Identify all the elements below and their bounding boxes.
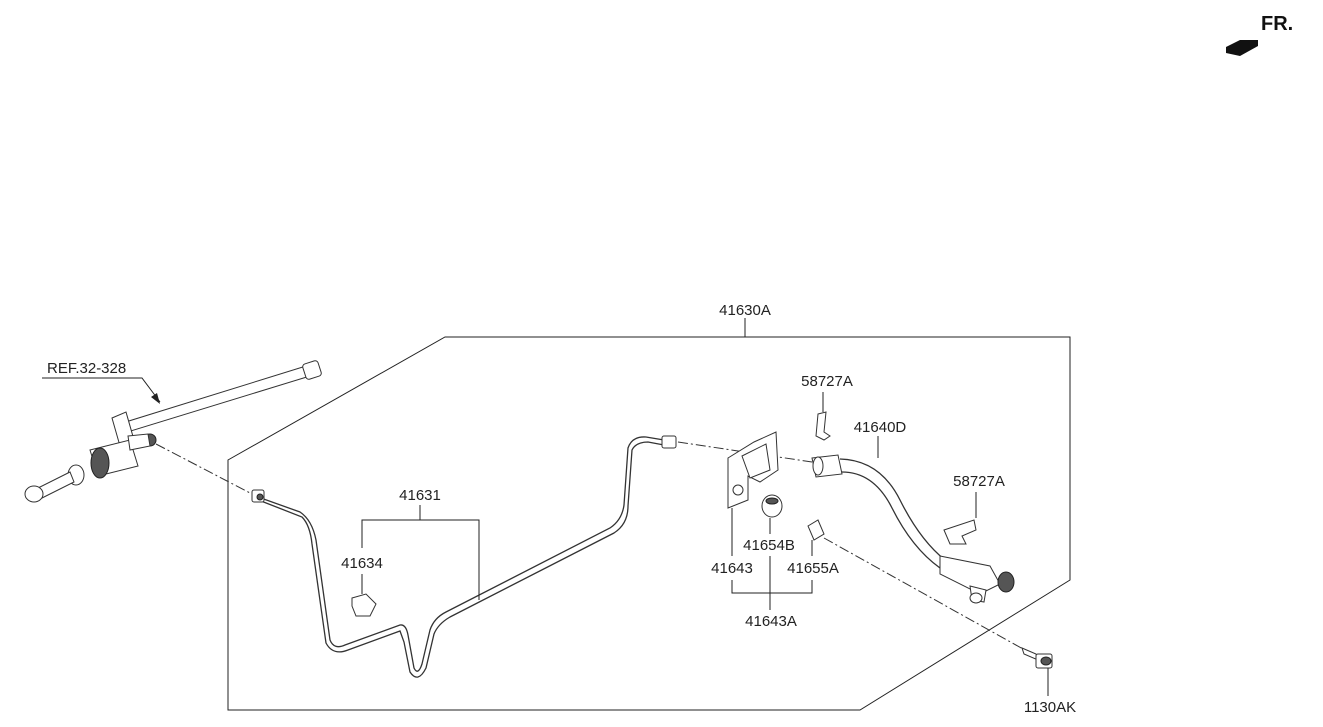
clutch-hose-part (811, 454, 1015, 604)
bolt-label: 1130AK (1024, 699, 1076, 716)
front-direction-indicator: FR. (1226, 13, 1293, 56)
ref-leader (42, 377, 161, 403)
clutch-master-cylinder (24, 360, 322, 503)
bolt-part (1021, 647, 1053, 669)
front-direction-arrow-icon (1226, 40, 1258, 56)
connector-label: 41655A (787, 560, 839, 577)
tube-label: 41631 (399, 487, 441, 504)
hose-label: 41640D (854, 419, 907, 436)
tube-clip-part (351, 593, 377, 617)
grommet-label: 41654B (743, 537, 795, 554)
grommet-hole (765, 497, 779, 505)
bracket-assy-label: 41643A (745, 613, 797, 630)
clip-label: 41634 (341, 555, 383, 572)
hose-bracket-part (727, 431, 779, 509)
clip-top-label: 58727A (801, 373, 853, 390)
tube-leader-right (420, 519, 480, 600)
ref-leader-arrowhead (151, 393, 160, 404)
front-direction-label: FR. (1261, 13, 1293, 35)
bracket-label: 41643 (711, 560, 753, 577)
assembly-boundary (227, 336, 1071, 711)
clip-top-part (815, 411, 831, 441)
master-to-tube-dashline (155, 443, 253, 495)
assembly-label: 41630A (719, 302, 771, 319)
connector-to-bolt-dashline (823, 537, 1033, 655)
connector-part (807, 519, 825, 541)
ref-label: REF.32-328 (47, 360, 126, 377)
tube-leader (361, 505, 421, 548)
bracket-assy-leader (731, 580, 813, 594)
clip-right-label: 58727A (953, 473, 1005, 490)
clutch-tube (251, 435, 677, 678)
clip-right-part (943, 519, 977, 545)
